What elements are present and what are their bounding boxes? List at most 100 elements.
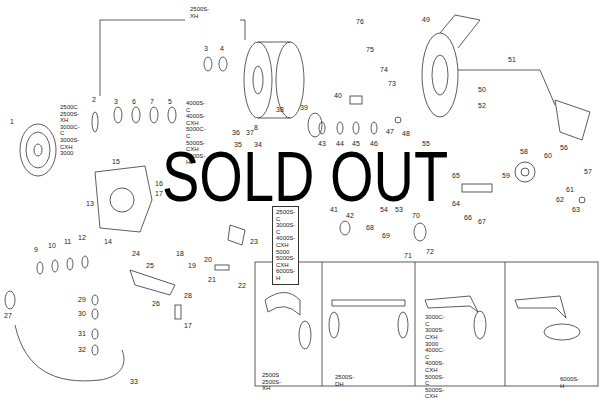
gear xyxy=(308,113,322,137)
callout-number: 25 xyxy=(146,262,154,270)
callout-number: 13 xyxy=(86,200,94,208)
spool xyxy=(244,42,272,118)
callout-number: 72 xyxy=(426,248,434,256)
callout-number: 15 xyxy=(112,158,120,166)
model-list: 6000S-H xyxy=(560,376,579,389)
washer xyxy=(219,57,227,71)
spool-front xyxy=(20,124,56,176)
callout-number: 39 xyxy=(300,104,308,112)
bracket-part xyxy=(228,225,245,245)
callout-number: 66 xyxy=(464,214,472,222)
callout-number: 24 xyxy=(132,250,140,258)
body-boss xyxy=(110,188,134,212)
handle-knob xyxy=(398,312,408,338)
callout-number: 42 xyxy=(346,212,354,220)
callout-number: 60 xyxy=(544,152,552,160)
callout-number: 4 xyxy=(220,45,224,53)
handle-knob xyxy=(5,291,15,309)
callout-number: 28 xyxy=(184,292,192,300)
callout-number: 1 xyxy=(10,118,14,126)
model-text: 3000C-C 3000S-CXH 3000 4000C-C 4000S-CXH… xyxy=(425,314,445,400)
handle-knob xyxy=(474,311,486,339)
washer xyxy=(82,256,88,268)
line-roller-hub xyxy=(521,168,529,176)
handle-crank xyxy=(265,293,300,316)
rotor xyxy=(422,33,458,117)
body xyxy=(95,166,152,232)
bearing xyxy=(353,122,359,134)
handle-crank xyxy=(425,296,478,312)
callout-number: 52 xyxy=(478,102,486,110)
bearing xyxy=(371,122,377,134)
model-list: 2500S-XH xyxy=(190,6,209,19)
callout-number: 3 xyxy=(114,98,118,106)
washer xyxy=(168,107,176,123)
gear xyxy=(340,221,350,235)
callout-number: 64 xyxy=(452,200,460,208)
callout-number: 32 xyxy=(78,346,86,354)
callout-number: 74 xyxy=(380,66,388,74)
washer xyxy=(114,107,122,123)
group-bracket xyxy=(100,20,185,96)
model-text: 6000S-H xyxy=(560,376,579,389)
lever xyxy=(130,270,175,295)
callout-number: 40 xyxy=(334,92,342,100)
watermark: SOLD OUT xyxy=(162,142,448,212)
callout-number: 20 xyxy=(204,256,212,264)
washer xyxy=(37,262,43,274)
callout-number: 19 xyxy=(188,262,196,270)
washer xyxy=(204,57,212,71)
handle-knob xyxy=(329,312,339,338)
callout-number: 6 xyxy=(132,98,136,106)
callout-number: 14 xyxy=(104,238,112,246)
t-knob xyxy=(544,324,580,340)
model-text: 2500S-C 3000S-C 4000S-CXH 5000 5000S-CXH… xyxy=(276,209,295,282)
washer xyxy=(150,107,158,123)
ring xyxy=(414,223,426,241)
handle-part xyxy=(92,329,98,339)
callout-number: 33 xyxy=(130,378,138,386)
callout-number: 12 xyxy=(78,234,86,242)
line-roller xyxy=(515,162,535,182)
bolt xyxy=(175,305,181,319)
callout-number: 29 xyxy=(78,296,86,304)
model-text: 2500S-DH xyxy=(335,374,354,387)
callout-number: 27 xyxy=(4,312,12,320)
callout-number: 2 xyxy=(92,96,96,104)
callout-number: 61 xyxy=(566,186,574,194)
callout-number: 3 xyxy=(204,45,208,53)
callout-number: 67 xyxy=(478,218,486,226)
callout-number: 57 xyxy=(584,168,592,176)
handle-arm xyxy=(15,325,124,381)
callout-number: 17 xyxy=(155,190,163,198)
panel-divider xyxy=(322,262,505,386)
model-list: 2500S-DH xyxy=(335,374,354,387)
handle-crank xyxy=(515,296,566,318)
callout-number: 18 xyxy=(176,250,184,258)
callout-number: 7 xyxy=(150,98,154,106)
model-text: 2500S 2500S-XH xyxy=(262,372,281,392)
handle-part xyxy=(92,309,98,319)
handle-part xyxy=(92,345,98,355)
callout-number: 23 xyxy=(250,238,258,246)
callout-number: 26 xyxy=(152,300,160,308)
nut xyxy=(395,117,401,123)
screw xyxy=(579,197,585,203)
callout-number: 73 xyxy=(388,80,396,88)
callout-number: 62 xyxy=(556,196,564,204)
model-list: 2500S-C 3000S-C 4000S-CXH 5000 5000S-CXH… xyxy=(272,206,299,285)
callout-number: 76 xyxy=(356,18,364,26)
callout-number: 69 xyxy=(382,232,390,240)
callout-number: 37 xyxy=(246,129,254,137)
spool-hub xyxy=(34,144,42,156)
spool-hub xyxy=(253,66,263,94)
callout-number: 38 xyxy=(276,106,284,114)
model-list: 2500C 2500S-XH 3000C-C 3000S-CXH 3000 xyxy=(60,104,80,157)
callout-number: 30 xyxy=(78,310,86,318)
model-list: 2500S 2500S-XH xyxy=(262,372,281,392)
handle-part xyxy=(92,295,98,305)
rotor-arm xyxy=(440,15,480,48)
callout-number: 9 xyxy=(34,246,38,254)
spool-front-inner xyxy=(26,132,50,168)
